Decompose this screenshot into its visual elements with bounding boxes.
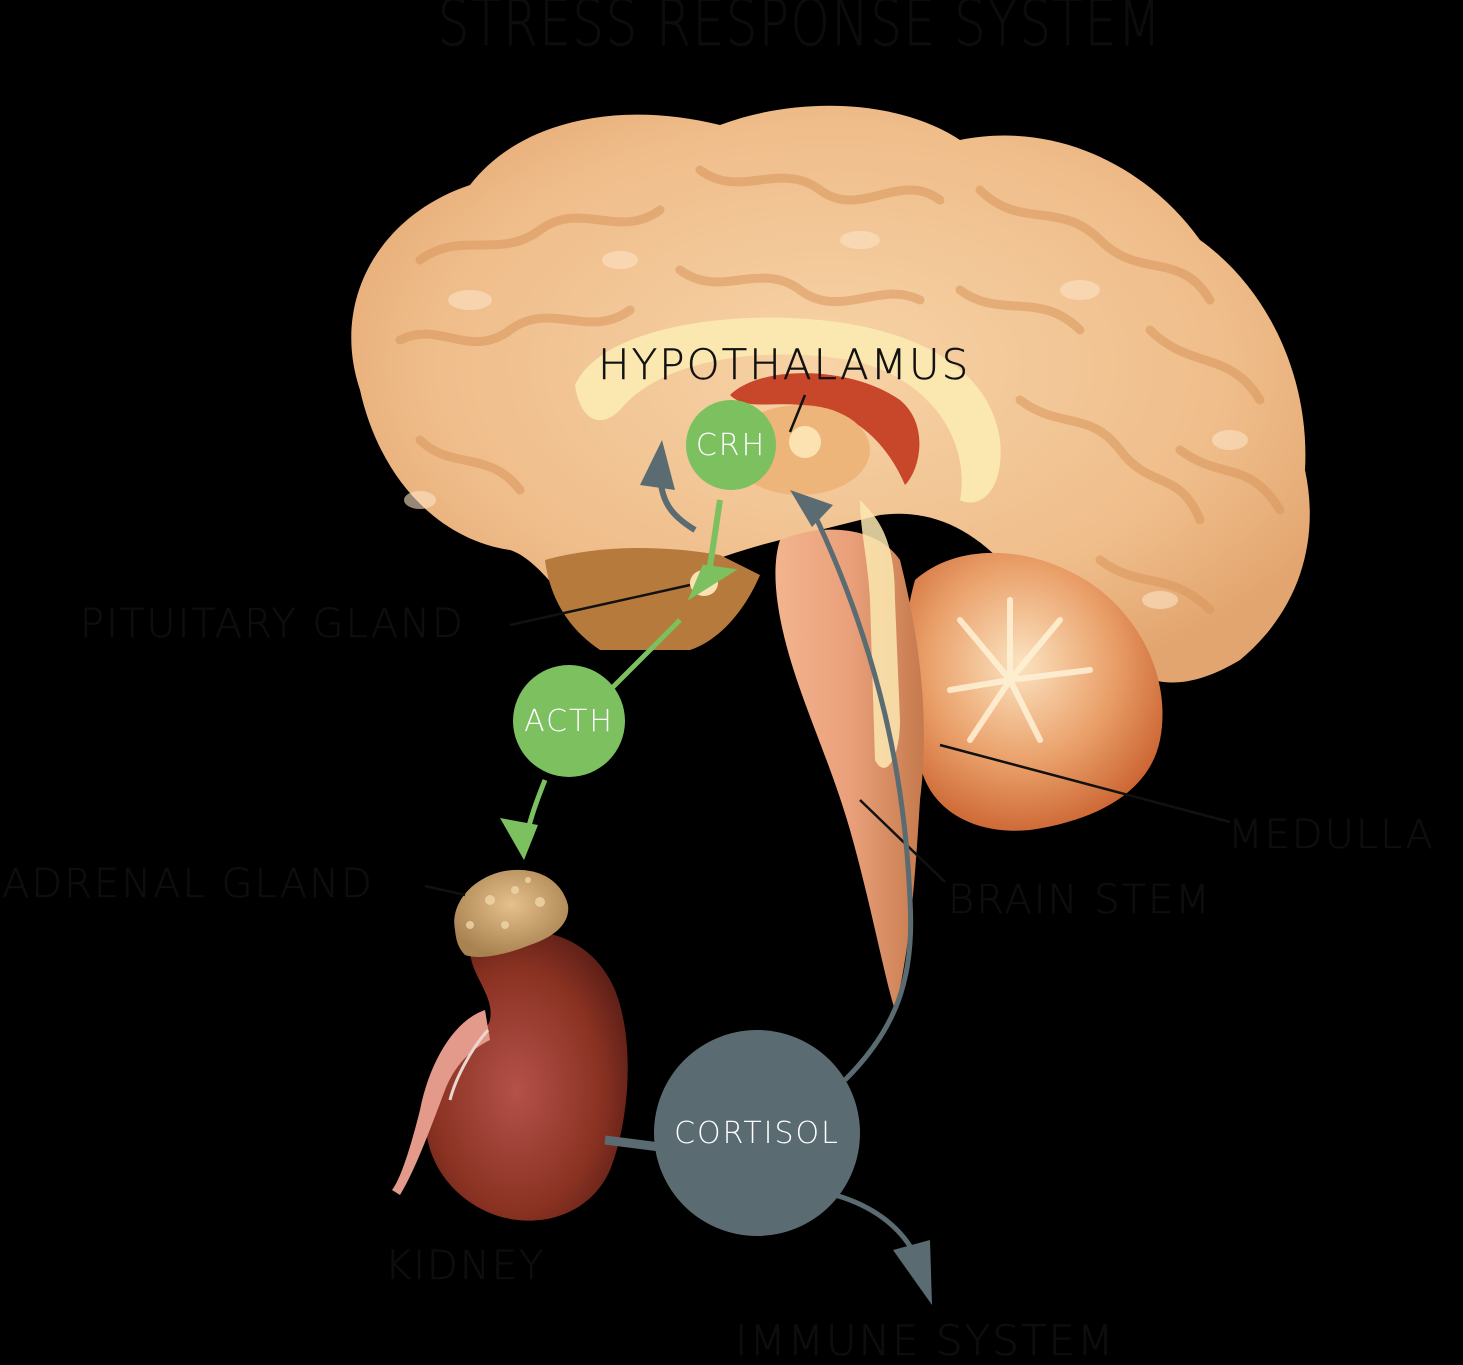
cortisol-arrows: [604, 440, 932, 1305]
cerebellum: [904, 552, 1163, 831]
hormone-cortisol: CORTISOL: [654, 1030, 860, 1236]
hormone-crh-label: CRH: [695, 427, 767, 463]
label-brain-stem: BRAIN STEM: [948, 877, 1212, 923]
leader-lines: [424, 394, 1231, 897]
adrenal-gland: [454, 869, 569, 957]
label-medulla: MEDULLA: [1228, 812, 1435, 858]
cerebrum: [351, 105, 1310, 683]
hormone-acth-label: ACTH: [524, 703, 614, 739]
label-immune-system: IMMUNE SYSTEM: [735, 1316, 1116, 1365]
label-pituitary-gland: PITUITARY GLAND: [80, 601, 465, 647]
label-adrenal-gland: ADRENAL GLAND: [2, 861, 374, 907]
brain-stem: [775, 500, 924, 1010]
label-hypothalamus: HYPOTHALAMUS: [598, 340, 971, 389]
crh-arrow: [687, 499, 738, 601]
kidney: [392, 931, 628, 1221]
hormone-acth: ACTH: [513, 665, 625, 777]
diagram-title: STRESS RESPONSE SYSTEM: [437, 0, 1163, 61]
hormone-cortisol-label: CORTISOL: [674, 1115, 840, 1151]
label-kidney: KIDNEY: [385, 1243, 546, 1289]
hormone-crh: CRH: [686, 400, 776, 490]
